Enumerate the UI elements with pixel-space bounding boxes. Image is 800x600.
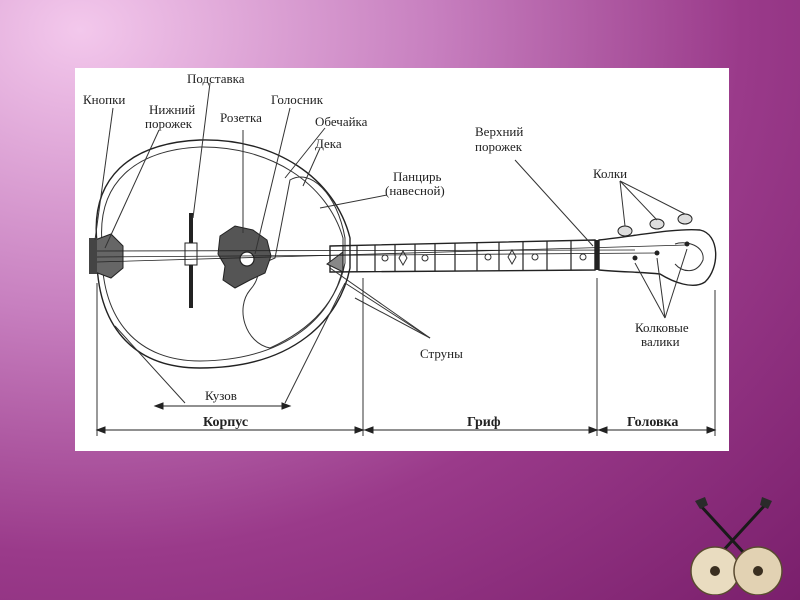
- label-kolki: Колки: [593, 166, 627, 181]
- label-verkhniy: Верхний: [475, 124, 523, 139]
- label-deka: Дека: [315, 136, 342, 151]
- crossed-domras-icon: [690, 497, 783, 595]
- label-struny: Струны: [420, 346, 463, 361]
- dimension-arrows: [95, 402, 717, 434]
- end-buttons: [89, 238, 97, 274]
- instrument-neck: [326, 239, 599, 273]
- label-pantsir: Панцирь: [393, 169, 442, 184]
- label-kolkovye: Колковые: [635, 320, 689, 335]
- instrument-head: [598, 213, 717, 286]
- label-golosnik: Голосник: [271, 92, 324, 107]
- label-verkhniy-porozhek: порожек: [475, 139, 523, 154]
- label-kuzov: Кузов: [205, 388, 237, 403]
- label-rozetka: Розетка: [220, 110, 262, 125]
- label-pantsir-navesnoy: (навесной): [385, 183, 445, 198]
- mandolin-diagram: Кнопки Нижний порожек Подставка Розетка …: [83, 71, 717, 436]
- pickguard: [242, 176, 346, 349]
- soundhole: [239, 251, 255, 267]
- label-kolkovye-valiki: валики: [641, 334, 680, 349]
- label-golovka: Головка: [627, 415, 678, 430]
- label-obechayka: Обечайка: [315, 114, 368, 129]
- tailpiece: [94, 233, 124, 279]
- label-grif: Гриф: [467, 415, 501, 430]
- label-nizhniy-porozhek: порожек: [145, 116, 193, 131]
- label-knopki: Кнопки: [83, 92, 125, 107]
- leader-lines: [94, 82, 716, 436]
- label-nizhniy: Нижний: [149, 102, 195, 117]
- label-korpus: Корпус: [203, 415, 248, 430]
- instrument-body: [89, 139, 351, 369]
- diagram-card: Кнопки Нижний порожек Подставка Розетка …: [75, 68, 729, 451]
- label-podstavka: Подставка: [187, 71, 245, 86]
- strings: [96, 244, 688, 263]
